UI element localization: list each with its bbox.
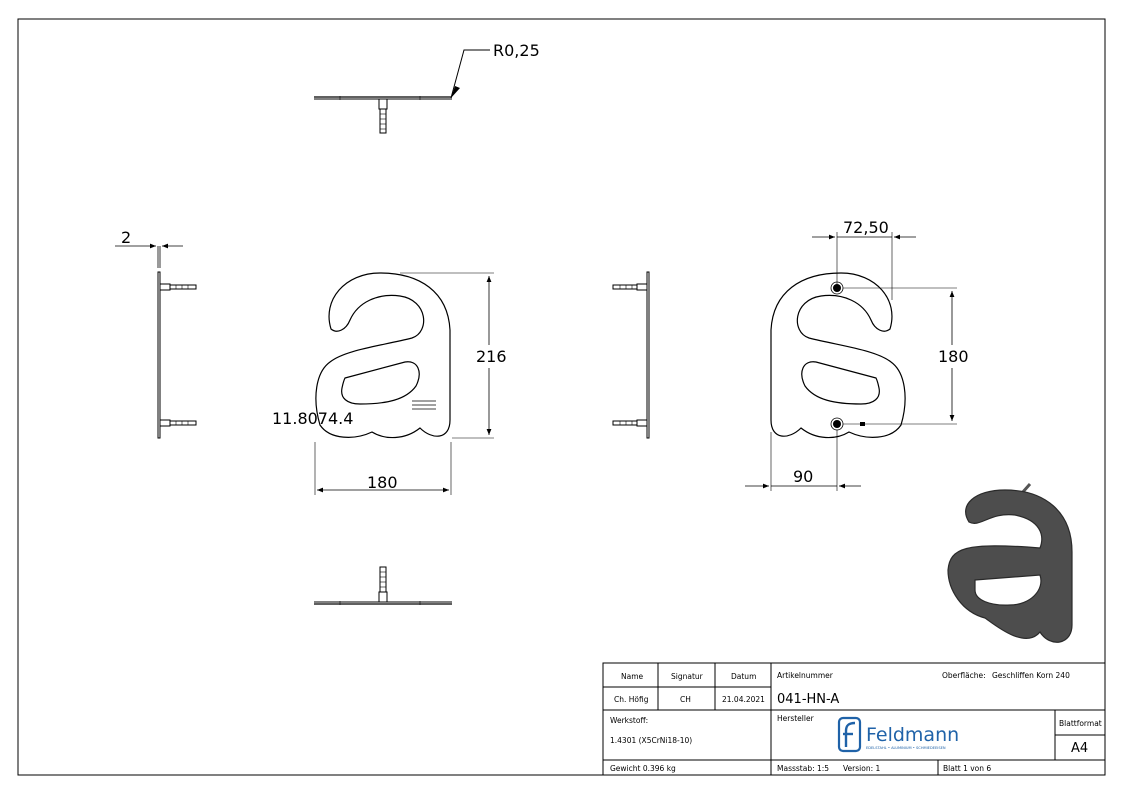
werkstoff-label: Werkstoff: [610, 716, 648, 725]
right-side-view [612, 271, 650, 439]
svg-text:EDELSTAHL • ALUMINIUM • SCHMIE: EDELSTAHL • ALUMINIUM • SCHMIEDEEISEN [866, 746, 946, 750]
massstab: Massstab: 1:5 [777, 764, 829, 773]
back-view: 72,50 180 90 [745, 218, 969, 491]
hole-spacing-label: 180 [938, 347, 969, 366]
value-name: Ch. Höfig [614, 695, 649, 704]
radius-label: R0,25 [493, 41, 540, 60]
part-number-overlay: 11.8074.4 [272, 409, 353, 428]
oberflaeche-label: Oberfläche: [942, 671, 986, 680]
oberflaeche-value: Geschliffen Korn 240 [992, 671, 1070, 680]
header-datum: Datum [731, 672, 756, 681]
blattformat-value: A4 [1071, 741, 1088, 756]
value-signatur: CH [680, 695, 691, 704]
drawing-frame [17, 18, 1106, 776]
title-block: Name Signatur Datum Ch. Höfig CH 21.04.2… [602, 662, 1106, 776]
artikelnummer-value: 041-HN-A [777, 692, 839, 707]
gewicht: Gewicht 0.396 kg [610, 764, 676, 773]
height-label: 216 [476, 347, 507, 366]
feldmann-logo: Feldmann EDELSTAHL • ALUMINIUM • SCHMIED… [837, 716, 959, 753]
value-datum: 21.04.2021 [722, 695, 765, 704]
version: Version: 1 [843, 764, 880, 773]
isometric-render [947, 483, 1073, 643]
svg-text:Feldmann: Feldmann [866, 724, 959, 746]
hersteller-label: Hersteller [777, 714, 815, 723]
left-side-view: 2 [115, 228, 197, 439]
top-view: R0,25 [314, 41, 540, 134]
hole-x-label: 90 [793, 467, 813, 486]
blattformat-label: Blattformat [1059, 719, 1102, 728]
bottom-view [314, 566, 452, 605]
front-view: 216 180 11.8074.4 [272, 272, 507, 495]
werkstoff-value: 1.4301 (X5CrNi18-10) [610, 736, 692, 745]
header-name: Name [621, 672, 644, 681]
thickness-label: 2 [121, 228, 131, 247]
width-label: 180 [367, 473, 398, 492]
blatt: Blatt 1 von 6 [943, 764, 991, 773]
artikelnummer-label: Artikelnummer [777, 671, 834, 680]
hole-offset-label: 72,50 [843, 218, 889, 237]
header-signatur: Signatur [671, 672, 704, 681]
